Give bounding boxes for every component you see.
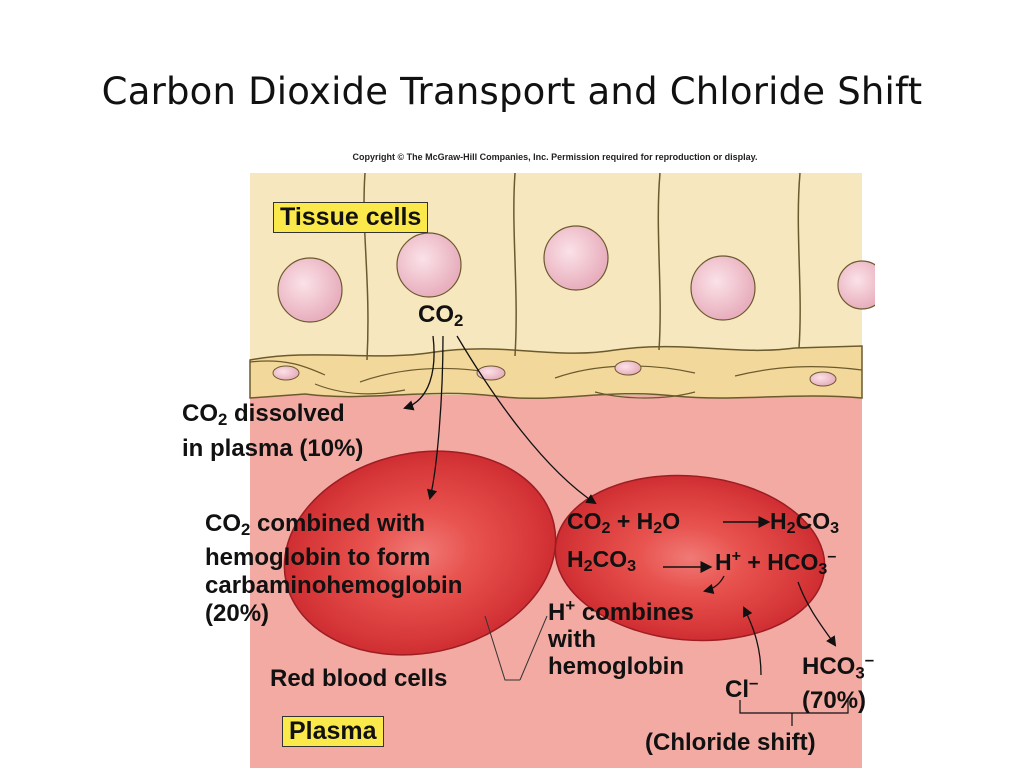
reaction-product-1: H2CO3 bbox=[770, 508, 840, 538]
endothelial-nucleus bbox=[476, 365, 506, 381]
plasma-label: Plasma bbox=[282, 716, 384, 747]
copyright-notice: Copyright © The McGraw-Hill Companies, I… bbox=[352, 152, 758, 162]
tissue-cells-label: Tissue cells bbox=[273, 202, 429, 233]
endothelial-nucleus bbox=[809, 371, 837, 387]
reaction-equation-2: H2CO3 bbox=[567, 546, 637, 576]
carbaminohemoglobin-label: CO2 combined with hemoglobin to form car… bbox=[205, 510, 463, 628]
bicarbonate-label: HCO3– (70%) bbox=[802, 650, 875, 715]
tissue-nucleus bbox=[837, 260, 875, 310]
co2-source-label: CO2 bbox=[418, 301, 464, 331]
tissue-nucleus bbox=[543, 225, 609, 291]
co2-dissolved-label: CO2 dissolved in plasma (10%) bbox=[182, 400, 364, 463]
co2-transport-diagram: Tissue cells CO2 CO2 dissolved in plasma… bbox=[175, 170, 875, 768]
rbc-right bbox=[554, 474, 826, 642]
endothelial-nucleus bbox=[614, 360, 642, 376]
tissue-nucleus bbox=[396, 232, 462, 298]
chloride-shift-label: (Chloride shift) bbox=[645, 729, 816, 756]
rbc-left bbox=[283, 450, 557, 656]
capillary-wall bbox=[249, 345, 863, 400]
chloride-ion-label: Cl– bbox=[725, 673, 759, 704]
h-combines-label: H+ combines with hemoglobin bbox=[548, 596, 694, 681]
tissue-nucleus bbox=[277, 257, 343, 323]
reaction-equation-1: CO2 + H2O bbox=[567, 508, 681, 538]
slide-title: Carbon Dioxide Transport and Chloride Sh… bbox=[101, 70, 923, 113]
reaction-product-2: H+ + HCO3– bbox=[715, 547, 837, 578]
chloride-shift-bracket bbox=[739, 700, 849, 714]
diagram-artwork bbox=[249, 172, 875, 768]
tissue-nucleus bbox=[690, 255, 756, 321]
red-blood-cells-label: Red blood cells bbox=[270, 665, 448, 692]
endothelial-nucleus bbox=[272, 365, 300, 381]
